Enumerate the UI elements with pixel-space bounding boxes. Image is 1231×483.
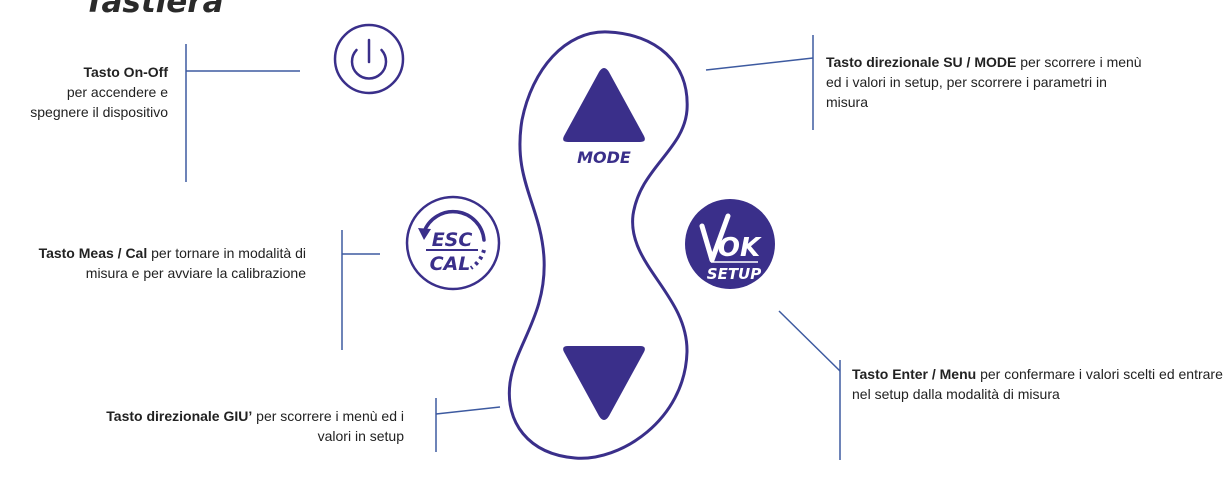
- leader-line-up: [705, 35, 814, 130]
- ok-label: OK: [718, 233, 762, 263]
- leader-line-down: [435, 398, 501, 452]
- label-up-lead: Tasto direzionale SU / MODE: [826, 54, 1017, 70]
- triangle-up-icon: [563, 68, 645, 142]
- power-key-ring: [333, 23, 405, 95]
- up-mode-key[interactable]: MODE: [563, 68, 645, 167]
- label-meas-cal-body: per tornare in modalità di misura e per …: [85, 245, 306, 281]
- label-on-off-key: Tasto On-Off per accendere e spegnere il…: [10, 62, 168, 122]
- label-enter-key: Tasto Enter / Menu per confermare i valo…: [852, 364, 1227, 404]
- label-meas-cal-lead: Tasto Meas / Cal: [38, 245, 148, 261]
- mode-caption: MODE: [577, 148, 631, 167]
- label-on-off-lead: Tasto On-Off: [83, 64, 168, 80]
- setup-label: SETUP: [707, 265, 761, 283]
- keypad-outline: [507, 30, 689, 460]
- ok-setup-key-fill: [685, 199, 775, 289]
- down-key[interactable]: [563, 346, 645, 420]
- esc-label: ESC: [432, 229, 473, 251]
- label-enter-lead: Tasto Enter / Menu: [852, 366, 977, 382]
- leader-line-on-off: [185, 44, 300, 182]
- label-enter-body: per confermare i valori scelti ed entrar…: [852, 366, 1223, 402]
- page-title: Tastiera: [84, 0, 224, 20]
- label-down-key: Tasto direzionale GIU’ per scorrere i me…: [80, 406, 404, 446]
- cal-label: CAL: [430, 253, 471, 275]
- label-meas-cal-key: Tasto Meas / Cal per tornare in modalità…: [2, 243, 306, 283]
- check-ok-icon: [699, 213, 731, 263]
- leader-line-enter: [778, 310, 841, 460]
- power-icon: [350, 38, 388, 80]
- label-up-key: Tasto direzionale SU / MODE per scorrere…: [826, 52, 1146, 112]
- label-up-body: per scorrere i menù ed i valori in setup…: [826, 54, 1142, 110]
- power-key[interactable]: [333, 23, 405, 95]
- label-down-body: per scorrere i menù ed i valori in setup: [256, 408, 404, 444]
- leader-line-meas-cal: [341, 230, 380, 350]
- triangle-down-icon: [563, 346, 645, 420]
- label-on-off-body: per accendere e spegnere il dispositivo: [30, 84, 168, 120]
- esc-cal-key[interactable]: ESC CAL: [405, 195, 501, 291]
- esc-cal-key-ring: [405, 195, 501, 291]
- esc-cal-icon: [418, 209, 486, 270]
- ok-setup-key[interactable]: OK SETUP: [685, 199, 775, 289]
- label-down-lead: Tasto direzionale GIU’: [106, 408, 253, 424]
